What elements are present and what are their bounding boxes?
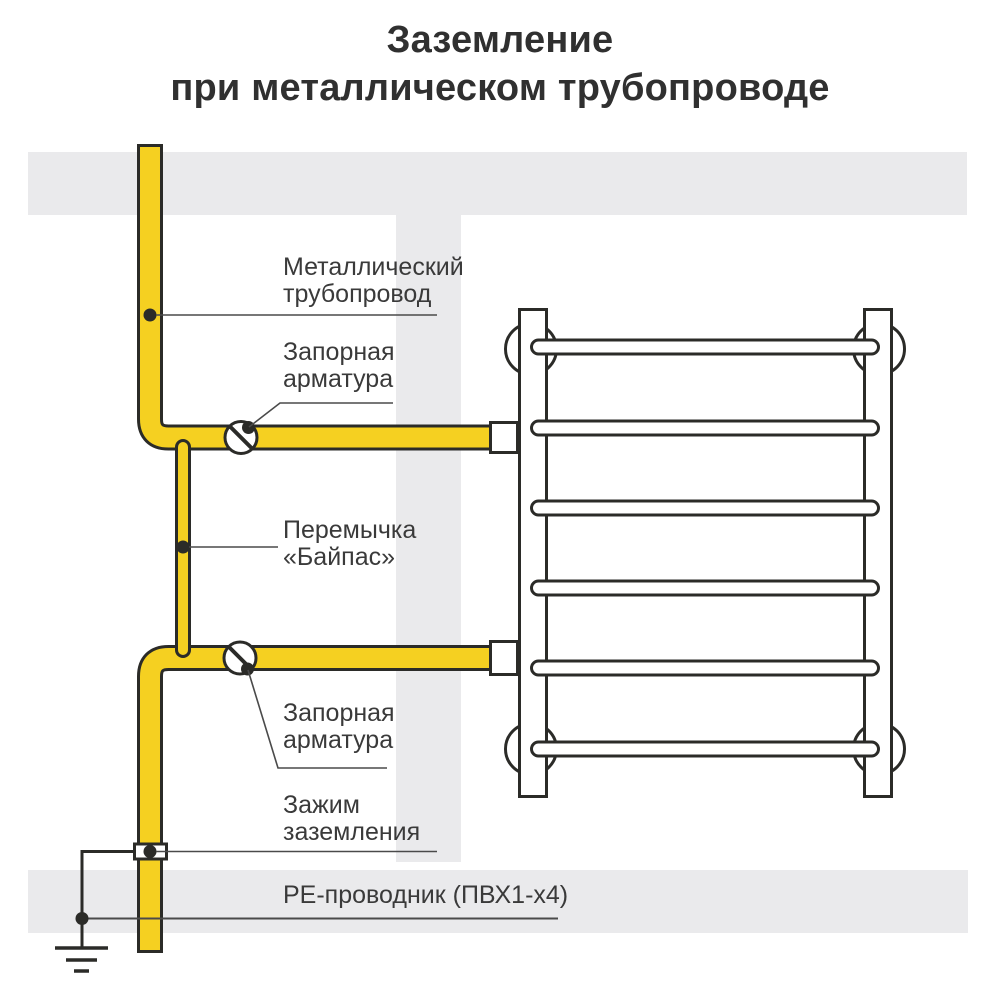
valve-callout-dot [241,662,254,676]
shutoff-valve-bottom-icon [222,640,258,676]
leader-valve-bottom [247,669,387,769]
label-pe-conductor: PE-проводник (ПВХ1-х4) [283,881,569,909]
bypass-callout-dot [176,540,190,554]
towel-rail [504,308,906,798]
label-shutoff-valve-top: Запорная арматура [283,338,395,393]
wall-band-top [28,152,967,215]
rail-rung [530,419,880,437]
rail-rung [530,740,880,758]
rail-rungs [530,338,880,758]
rail-rung [530,579,880,597]
rail-post-left [518,308,548,798]
diagram-title: Заземление при металлическом трубопровод… [170,19,830,109]
rail-post-right [863,308,893,798]
clamp-callout-dot [143,845,157,858]
wall-band-bottom [28,870,968,933]
label-shutoff-valve-bottom: Запорная арматура [283,699,395,754]
shutoff-valve-top-icon [223,420,259,455]
rail-rung [530,499,880,517]
coupling-bottom [489,640,519,676]
pipe-core-bottom-run [140,648,491,950]
metal-pipes [137,144,491,953]
leader-lines [156,314,437,853]
pipe-couplings [489,421,519,676]
pipe-core-top-run [140,147,491,448]
wall-bands [28,152,968,933]
pipe-callout-dot [143,308,157,322]
leader-valve-top [248,402,393,428]
coupling-top [489,421,519,454]
wall-band-vertical [396,215,461,862]
label-metal-pipeline: Металлический трубопровод [283,253,464,308]
rail-rung [530,659,880,677]
label-bypass-jumper: Перемычка «Байпас» [283,516,417,571]
rail-rung [530,338,880,356]
grounding-clamp [133,842,168,861]
label-ground-clamp: Зажим заземления [283,791,421,846]
earth-symbol-icon [55,946,108,973]
pe-junction-dot [75,912,89,925]
